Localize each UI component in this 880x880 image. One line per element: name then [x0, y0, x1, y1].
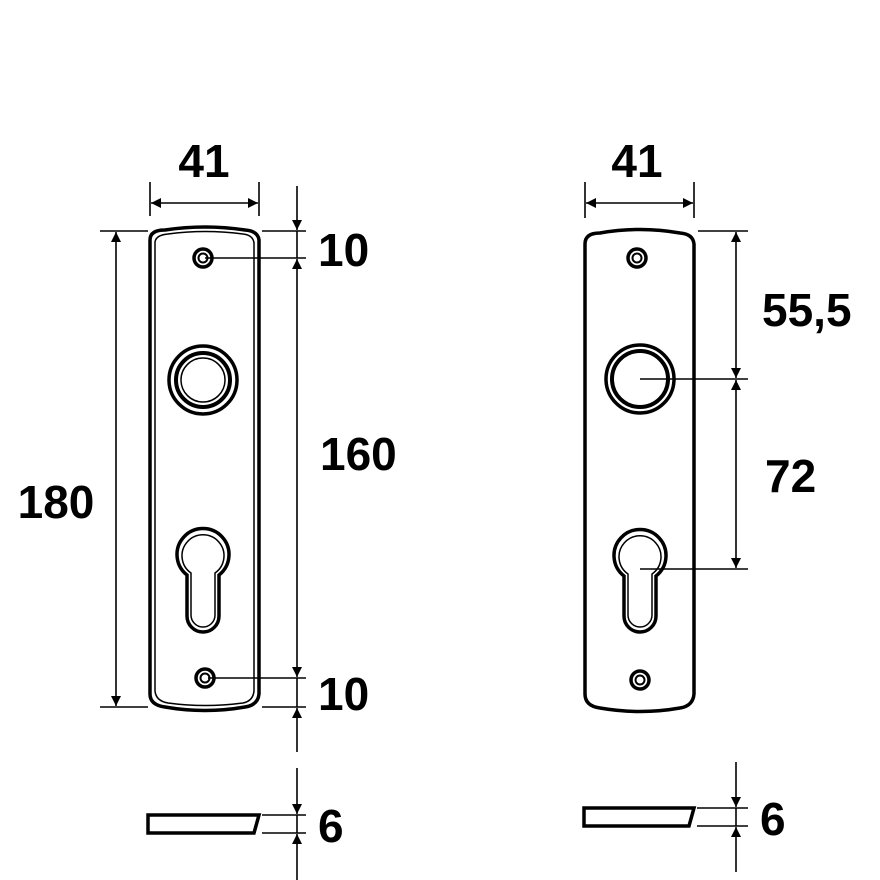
left-bottom-hole-label: 10: [318, 668, 369, 720]
left-hole-spacing-label: 160: [320, 428, 397, 480]
left-thickness-profile: [146, 813, 262, 835]
left-top-hole-label: 10: [318, 224, 369, 276]
left-keyhole: [175, 526, 231, 634]
right-thickness-label: 6: [760, 793, 786, 845]
left-handle-hole: [167, 344, 239, 416]
right-bottom-screw-hole: [629, 669, 651, 691]
right-thickness-profile: [582, 806, 697, 828]
right-view: 41 55,5 72 6: [582, 135, 852, 872]
left-plate-outline: [148, 225, 261, 713]
right-top-to-handle-label: 55,5: [762, 284, 852, 336]
left-thickness-label: 6: [318, 800, 344, 852]
left-plate-inner-outline: [154, 230, 255, 707]
right-keyhole: [612, 527, 668, 634]
right-plate-outline: [583, 227, 696, 714]
left-height-label: 180: [18, 476, 95, 528]
right-handle-to-key-label: 72: [765, 450, 816, 502]
left-width-label: 41: [178, 135, 229, 187]
right-width-label: 41: [611, 135, 662, 187]
left-view: 41 180 10 160 10 6: [18, 135, 397, 880]
right-top-screw-hole: [626, 247, 648, 269]
